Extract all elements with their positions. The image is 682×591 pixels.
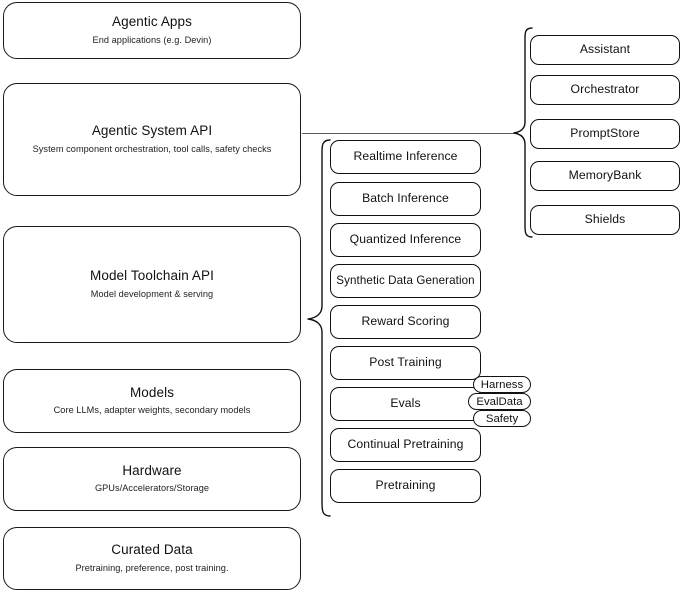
layer-title: Agentic Apps <box>111 14 192 30</box>
component-label: MemoryBank <box>568 168 642 183</box>
connector-agentic-system-api-to-components <box>302 133 518 134</box>
layer-hardware[interactable]: Hardware GPUs/Accelerators/Storage <box>3 447 301 511</box>
layer-subtitle: System component orchestration, tool cal… <box>32 143 272 154</box>
capability-synthetic-data-generation[interactable]: Synthetic Data Generation <box>330 264 481 298</box>
component-label: Shields <box>584 212 626 227</box>
capability-label: Post Training <box>369 355 442 370</box>
component-promptstore[interactable]: PromptStore <box>530 119 680 149</box>
capability-label: Batch Inference <box>362 191 449 206</box>
layer-title: Curated Data <box>111 542 193 558</box>
layer-subtitle: Pretraining, preference, post training. <box>75 562 229 573</box>
capability-evals[interactable]: Evals <box>330 387 481 421</box>
component-memorybank[interactable]: MemoryBank <box>530 161 680 191</box>
component-assistant[interactable]: Assistant <box>530 35 680 65</box>
evals-pill-harness[interactable]: Harness <box>473 376 531 393</box>
pill-label: Harness <box>480 378 524 391</box>
layer-subtitle: Core LLMs, adapter weights, secondary mo… <box>53 405 251 416</box>
layer-curated-data[interactable]: Curated Data Pretraining, preference, po… <box>3 527 301 590</box>
component-orchestrator[interactable]: Orchestrator <box>530 75 680 105</box>
layer-title: Model Toolchain API <box>90 268 214 284</box>
layer-models[interactable]: Models Core LLMs, adapter weights, secon… <box>3 369 301 433</box>
capability-label: Quantized Inference <box>349 232 462 247</box>
capability-quantized-inference[interactable]: Quantized Inference <box>330 223 481 257</box>
layer-subtitle: End applications (e.g. Devin) <box>92 34 212 45</box>
pill-label: Safety <box>485 412 519 425</box>
capability-label: Pretraining <box>375 478 436 493</box>
layer-subtitle: Model development & serving <box>90 288 214 299</box>
evals-pill-evaldata[interactable]: EvalData <box>468 393 531 410</box>
capability-continual-pretraining[interactable]: Continual Pretraining <box>330 428 481 462</box>
evals-pill-safety[interactable]: Safety <box>473 410 531 427</box>
component-label: Assistant <box>579 42 631 57</box>
component-shields[interactable]: Shields <box>530 205 680 235</box>
capability-batch-inference[interactable]: Batch Inference <box>330 182 481 216</box>
brace-model-toolchain <box>306 138 332 518</box>
capability-label: Synthetic Data Generation <box>336 273 475 287</box>
capability-pretraining[interactable]: Pretraining <box>330 469 481 503</box>
layer-subtitle: GPUs/Accelerators/Storage <box>94 483 210 494</box>
layer-title: Models <box>129 384 175 400</box>
capability-reward-scoring[interactable]: Reward Scoring <box>330 305 481 339</box>
capability-label: Continual Pretraining <box>347 437 464 452</box>
capability-label: Realtime Inference <box>353 149 458 164</box>
capability-label: Reward Scoring <box>361 314 450 329</box>
pill-label: EvalData <box>476 395 523 408</box>
layer-title: Hardware <box>122 462 182 478</box>
layer-title: Agentic System API <box>91 123 213 139</box>
capability-realtime-inference[interactable]: Realtime Inference <box>330 140 481 174</box>
layer-agentic-apps[interactable]: Agentic Apps End applications (e.g. Devi… <box>3 2 301 59</box>
layer-model-toolchain-api[interactable]: Model Toolchain API Model development & … <box>3 226 301 343</box>
capability-label: Evals <box>390 396 421 411</box>
component-label: PromptStore <box>570 126 640 141</box>
layer-agentic-system-api[interactable]: Agentic System API System component orch… <box>3 83 301 196</box>
brace-system-components <box>512 26 534 240</box>
capability-post-training[interactable]: Post Training <box>330 346 481 380</box>
component-label: Orchestrator <box>570 82 640 97</box>
